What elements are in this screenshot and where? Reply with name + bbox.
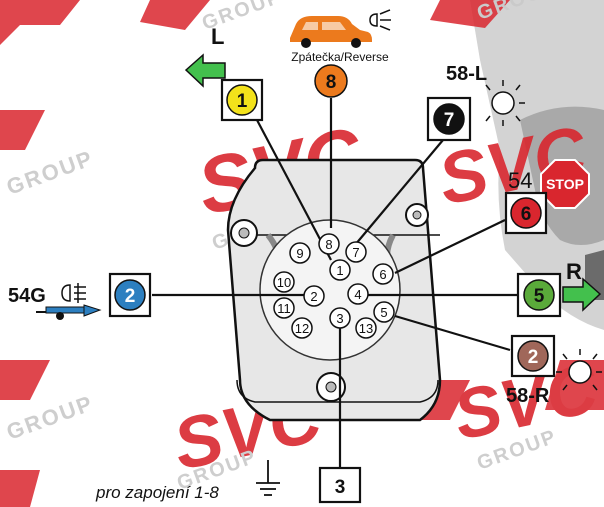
pin-2: 2 xyxy=(303,285,325,307)
wire-pin5 xyxy=(394,314,511,352)
svg-text:9: 9 xyxy=(296,246,303,261)
badge-fog: 2 xyxy=(108,272,152,318)
socket-plate xyxy=(226,158,442,422)
pin-13: 13 xyxy=(355,317,377,339)
svg-text:1: 1 xyxy=(336,263,343,278)
badge-ground: 3 xyxy=(318,466,362,504)
fog-label: 54G xyxy=(8,285,46,307)
lamp-bulb-icon xyxy=(556,349,602,391)
badge-left-indicator: 1 xyxy=(220,78,264,122)
pin-8: 8 xyxy=(318,233,340,255)
wire-pin7 xyxy=(354,139,444,246)
badge-tail-left: 7 xyxy=(426,96,472,142)
pin-5: 5 xyxy=(373,301,395,323)
pin-3: 3 xyxy=(329,307,351,329)
svg-text:7: 7 xyxy=(352,245,359,260)
pin-9: 9 xyxy=(289,242,311,264)
wire-pin1 xyxy=(256,119,332,261)
watermark-svc-mark xyxy=(140,0,210,30)
svg-text:2: 2 xyxy=(310,289,317,304)
svg-text:5: 5 xyxy=(380,305,387,320)
left-indicator-label: L xyxy=(211,24,224,49)
pin-1: 1 xyxy=(329,259,351,281)
arrow-right-icon xyxy=(562,277,602,312)
reverse-lamp-icon xyxy=(369,9,391,31)
socket-pins: 1 2 3 4 5 6 7 8 9 10 11 12 13 xyxy=(273,233,395,339)
watermark-svc-mark xyxy=(430,0,510,28)
badge-tail-right: 2 xyxy=(510,334,556,378)
pin-4: 4 xyxy=(347,283,369,305)
svg-text:6: 6 xyxy=(521,204,532,225)
tail-right-label: 58-R xyxy=(506,385,550,407)
watermark-svc-mark xyxy=(0,110,45,150)
svg-text:13: 13 xyxy=(359,321,373,336)
svg-text:STOP: STOP xyxy=(546,176,584,192)
footer-note: pro zapojení 1-8 xyxy=(95,483,219,502)
watermark-svc-mark xyxy=(0,360,50,400)
svg-text:6: 6 xyxy=(379,267,386,282)
svg-text:12: 12 xyxy=(295,321,309,336)
svg-text:8: 8 xyxy=(325,237,332,252)
pin-12: 12 xyxy=(291,317,313,339)
stop-sign-icon: STOP xyxy=(540,159,590,209)
trailer-icon xyxy=(36,304,102,320)
fog-lamp-icon xyxy=(61,283,86,303)
ground-icon xyxy=(256,460,280,496)
svg-text:8: 8 xyxy=(326,72,337,93)
watermark-svc-mark xyxy=(0,470,40,507)
arrow-left-icon xyxy=(184,53,226,88)
pin-6: 6 xyxy=(372,263,394,285)
badge-right-indicator: 5 xyxy=(516,272,562,318)
svg-text:3: 3 xyxy=(336,311,343,326)
svg-text:4: 4 xyxy=(354,287,361,302)
svg-text:1: 1 xyxy=(237,91,248,112)
svg-text:2: 2 xyxy=(528,347,539,368)
pin-11: 11 xyxy=(273,297,295,319)
pin-10: 10 xyxy=(273,271,295,293)
pin-7: 7 xyxy=(345,241,367,263)
svg-text:7: 7 xyxy=(444,110,455,131)
wire-pin6 xyxy=(394,219,506,274)
right-indicator-label: R xyxy=(566,259,582,284)
tail-left-label: 58-L xyxy=(446,63,487,85)
reverse-label: Zpátečka/Reverse xyxy=(291,50,389,64)
svg-text:11: 11 xyxy=(277,301,291,316)
stop-label: 54 xyxy=(508,168,532,193)
badge-reverse: 8 xyxy=(314,64,348,98)
svg-text:5: 5 xyxy=(534,286,545,307)
wires xyxy=(152,98,518,470)
car-icon xyxy=(290,16,372,48)
svg-text:2: 2 xyxy=(125,286,136,307)
svg-text:3: 3 xyxy=(335,477,346,498)
lamp-bulb-icon xyxy=(485,80,525,126)
watermark-group: GROUP xyxy=(3,145,97,200)
svg-text:10: 10 xyxy=(277,275,291,290)
watermark-svc-mark xyxy=(0,0,80,45)
badge-stop: 6 xyxy=(504,191,548,235)
